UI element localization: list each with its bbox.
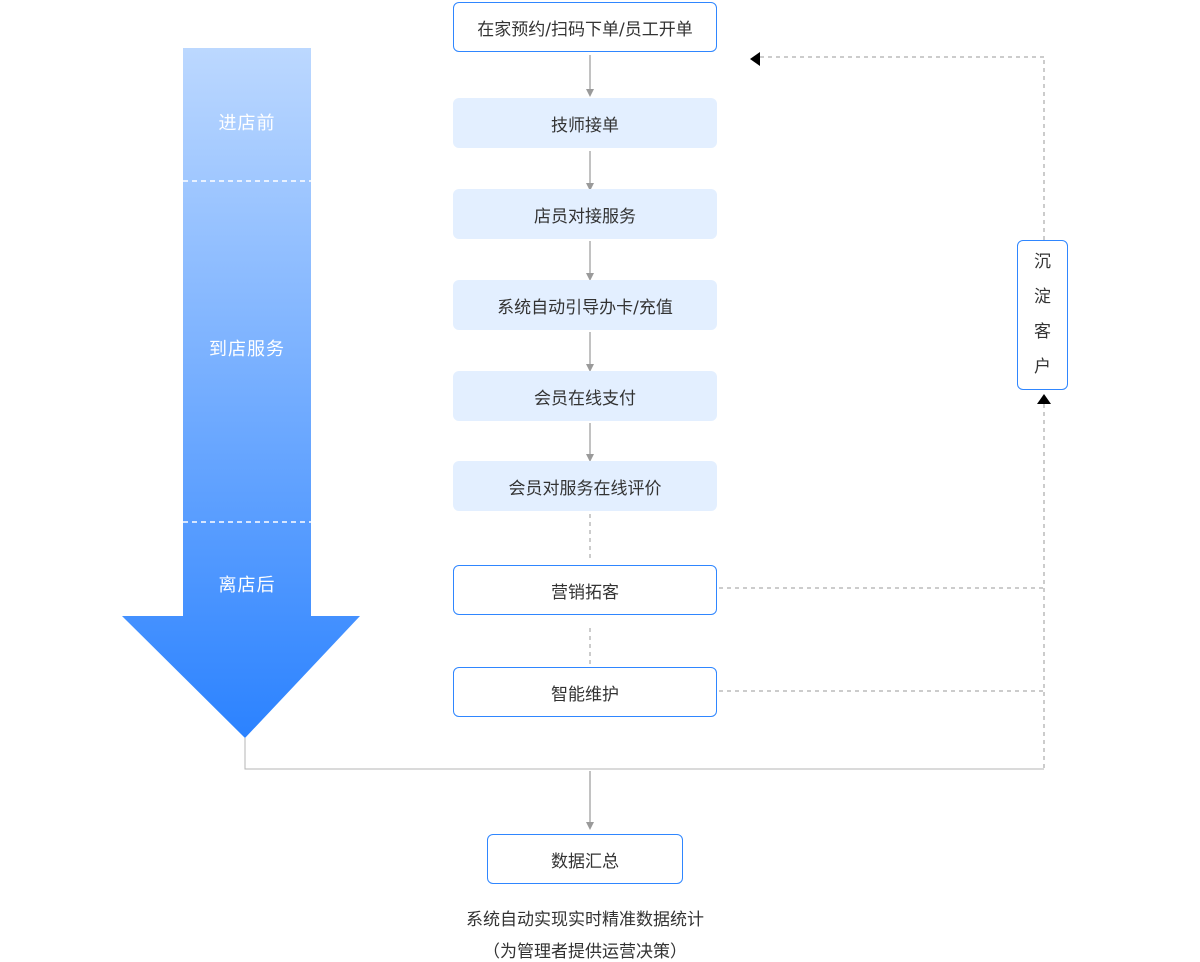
node-marketing: 营销拓客 — [453, 565, 717, 615]
node-review: 会员对服务在线评价 — [453, 461, 717, 511]
node-order: 在家预约/扫码下单/员工开单 — [453, 2, 717, 52]
retention-char: 客 — [1034, 322, 1051, 342]
node-card: 系统自动引导办卡/充值 — [453, 280, 717, 330]
stage-label-during: 到店服务 — [209, 339, 285, 360]
retention-char: 户 — [1034, 357, 1051, 377]
node-maintain: 智能维护 — [453, 667, 717, 717]
summary-caption-line1: 系统自动实现实时精准数据统计 — [466, 910, 704, 930]
retention-char: 淀 — [1034, 287, 1051, 307]
node-pay: 会员在线支付 — [453, 371, 717, 421]
stage-label-pre: 进店前 — [218, 113, 276, 134]
retention-char: 沉 — [1034, 252, 1051, 272]
return-arrowhead — [750, 52, 760, 66]
retention-box: 沉 淀 客 户 — [1017, 240, 1068, 390]
summary-caption-line2: （为管理者提供运营决策） — [483, 942, 687, 962]
dashed-connectors — [589, 56, 1045, 770]
stage-label-post: 离店后 — [218, 575, 276, 596]
node-summary: 数据汇总 — [487, 834, 683, 884]
summary-bus-line — [244, 738, 1044, 770]
stage-arrow — [122, 48, 360, 738]
retention-arrowhead — [1037, 394, 1051, 404]
node-accept: 技师接单 — [453, 98, 717, 148]
node-reception: 店员对接服务 — [453, 189, 717, 239]
